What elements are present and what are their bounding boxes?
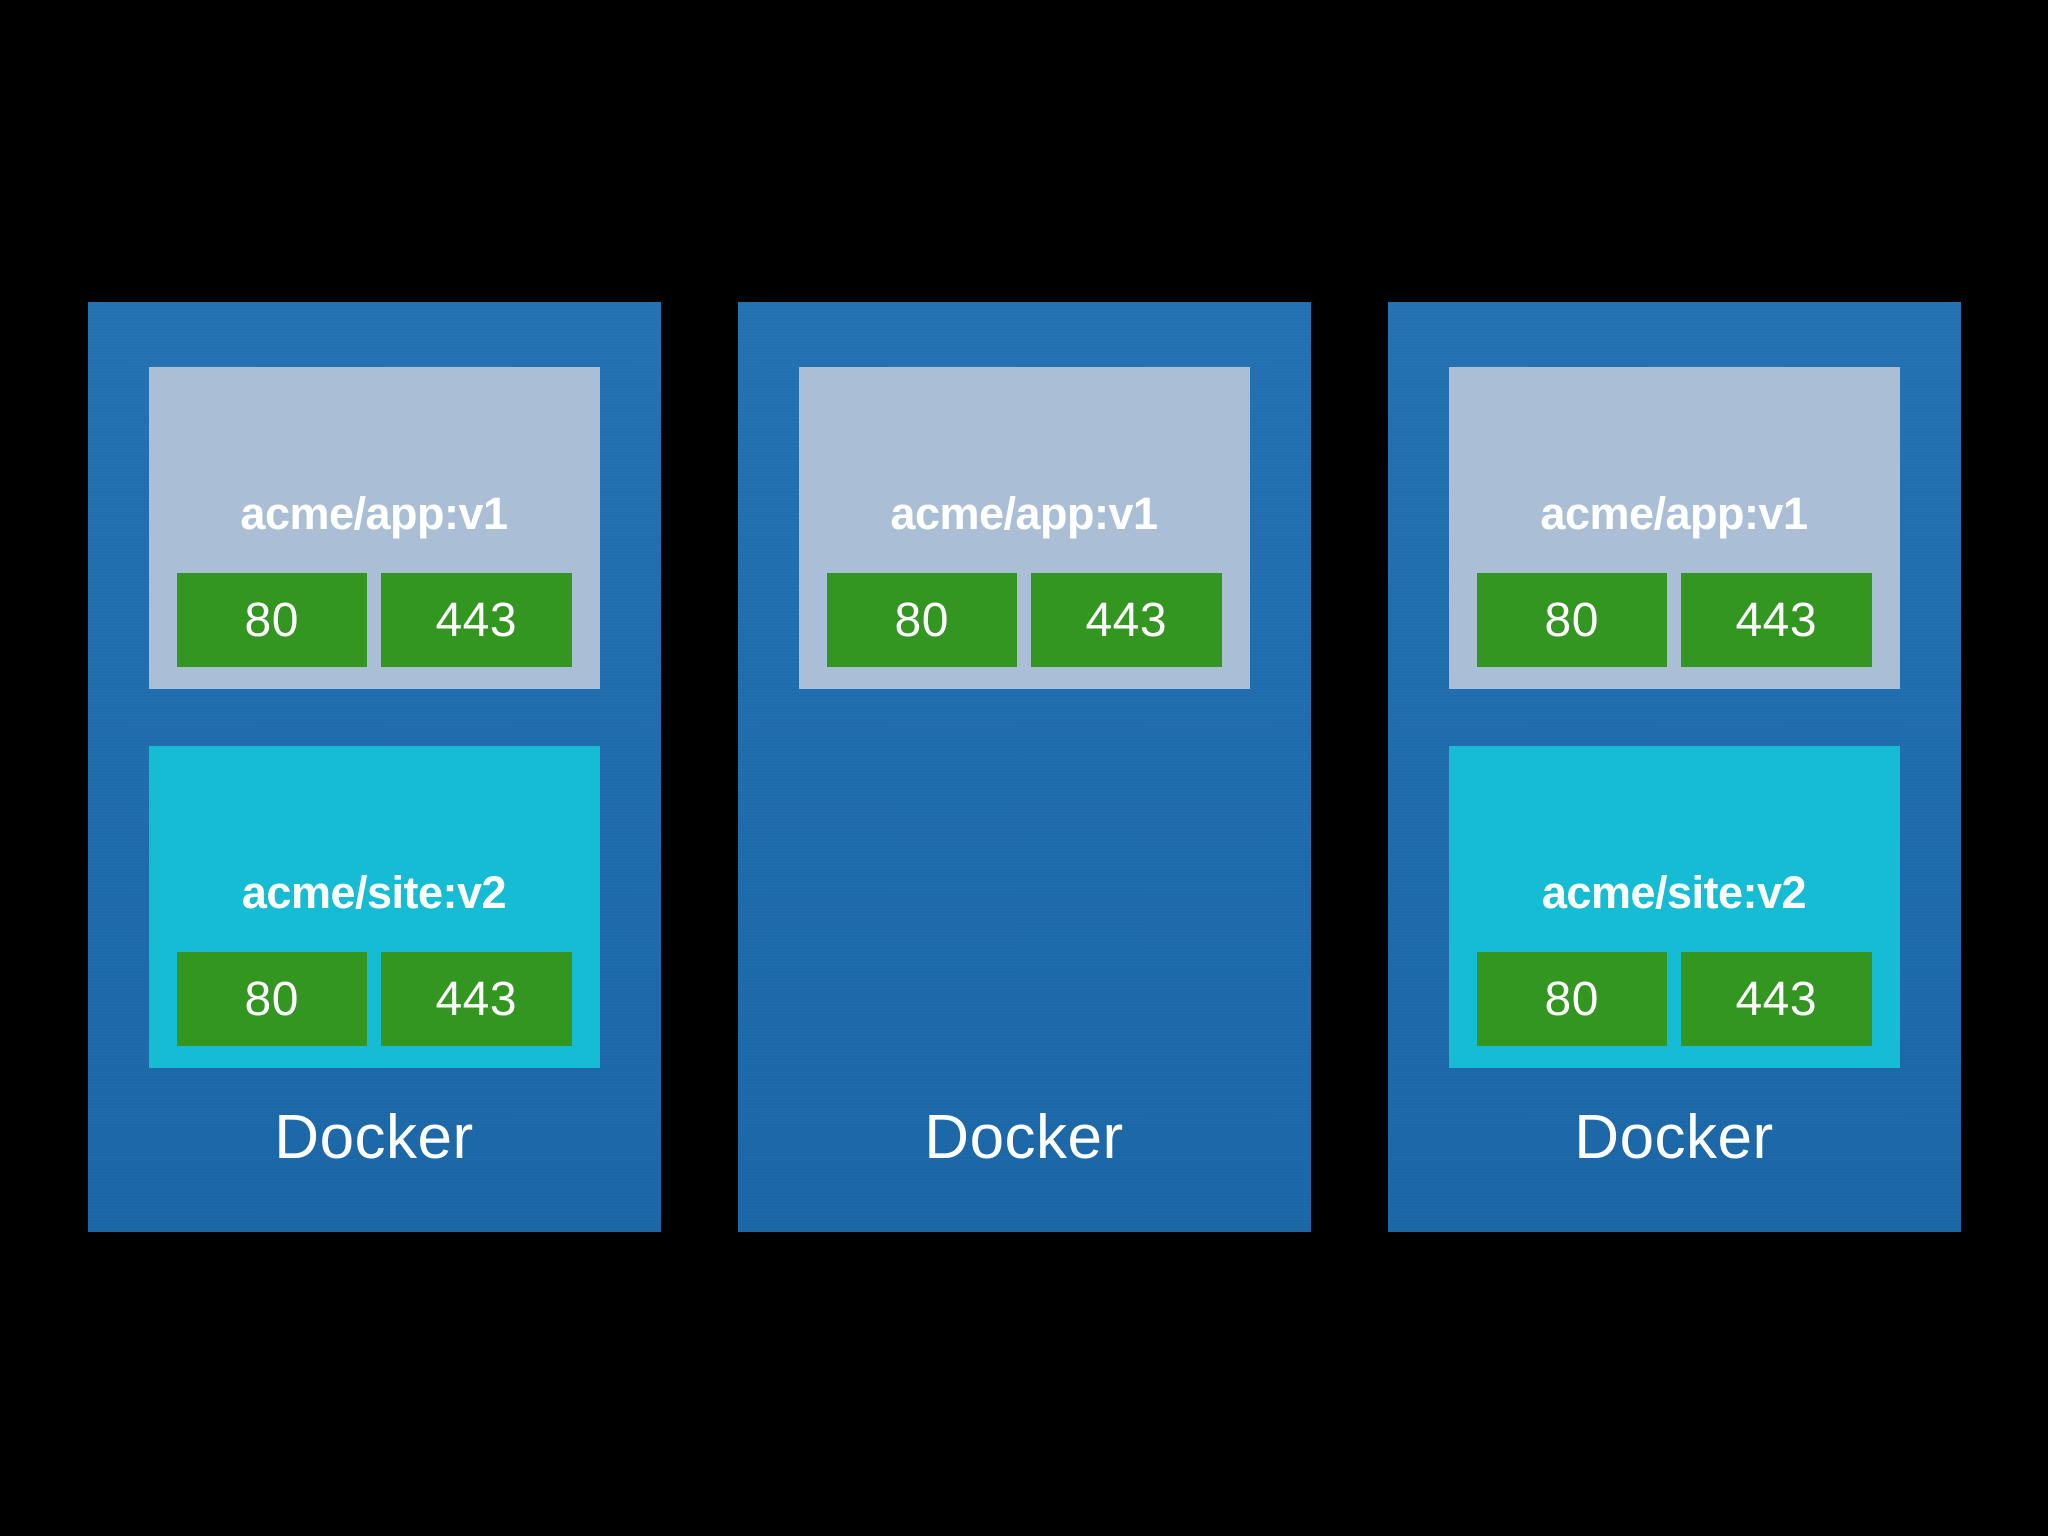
- port-badge[interactable]: 80: [1476, 573, 1667, 667]
- port-badge[interactable]: 80: [826, 573, 1017, 667]
- container-image-label: acme/app:v1: [1540, 487, 1808, 539]
- container-image-label: acme/app:v1: [240, 487, 508, 539]
- port-badge[interactable]: 443: [381, 573, 572, 667]
- port-badge[interactable]: 443: [1681, 952, 1872, 1046]
- port-badge[interactable]: 443: [381, 952, 572, 1046]
- port-badge[interactable]: 443: [1681, 573, 1872, 667]
- port-badge[interactable]: 80: [176, 573, 367, 667]
- container-image-label: acme/app:v1: [890, 487, 1158, 539]
- empty-container-slot: [799, 746, 1250, 1068]
- port-badge[interactable]: 80: [176, 952, 367, 1046]
- port-badge[interactable]: 80: [1476, 952, 1667, 1046]
- docker-host-label: Docker: [274, 1103, 474, 1172]
- port-badge[interactable]: 443: [1031, 573, 1222, 667]
- container-image-label: acme/site:v2: [241, 866, 507, 918]
- docker-host-label: Docker: [1574, 1103, 1774, 1172]
- container-image-label: acme/site:v2: [1541, 866, 1807, 918]
- docker-host-label: Docker: [924, 1103, 1124, 1172]
